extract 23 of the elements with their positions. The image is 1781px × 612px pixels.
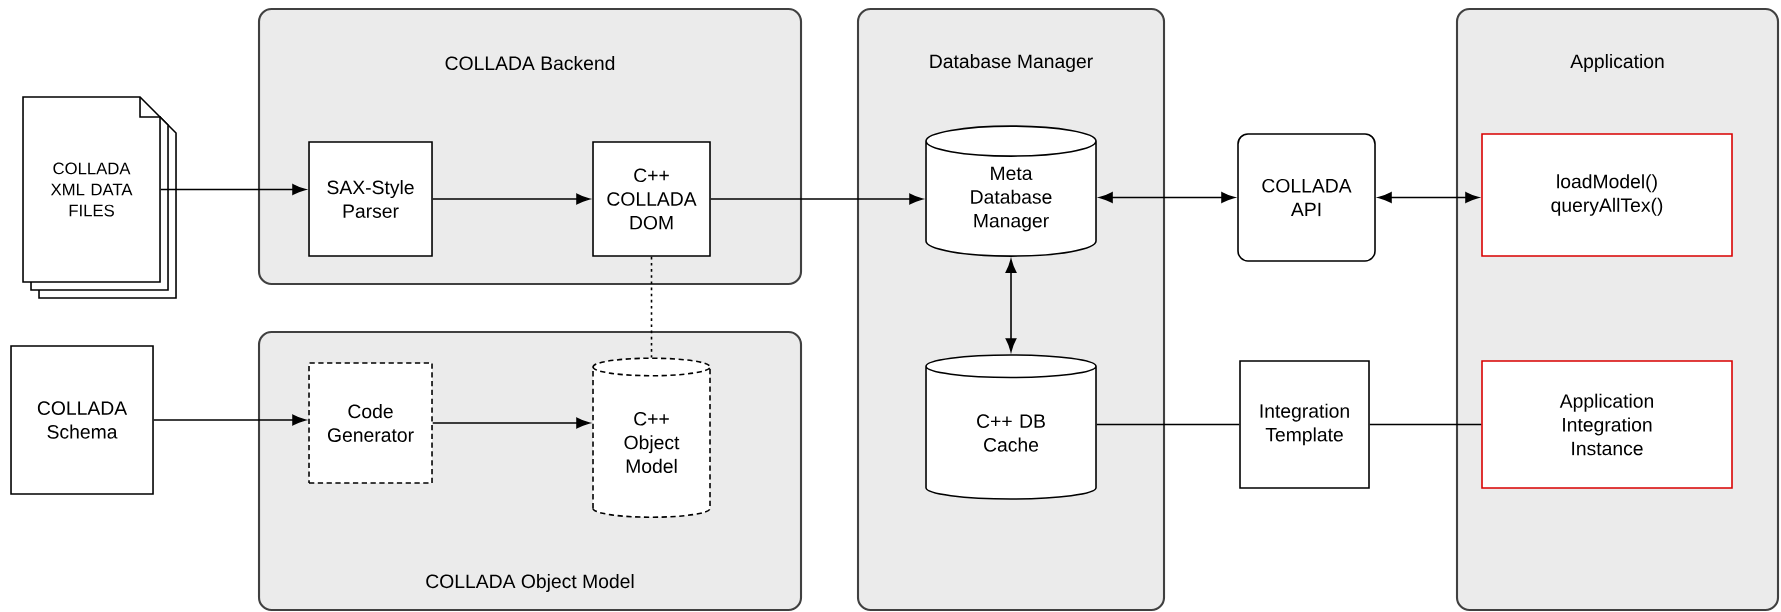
arrow [710, 193, 923, 205]
process-box: SAX-Style Parser [308, 141, 433, 257]
arrow [1005, 259, 1017, 352]
document-stack: COLLADA XML DATA FILES [22, 96, 177, 299]
arrow [432, 193, 590, 205]
arrow [160, 184, 306, 195]
process-box: loadModel() queryAllTex() [1481, 133, 1733, 257]
process-box: Integration Template [1239, 360, 1370, 489]
connector-line [650, 256, 653, 359]
connector-line [1096, 423, 1240, 426]
arrow [432, 417, 590, 429]
process-box: COLLADA API [1237, 133, 1376, 262]
process-box: Code Generator [308, 362, 433, 484]
connector-line [1369, 423, 1482, 426]
arrow [1099, 192, 1235, 203]
database-cylinder: C++ Object Model [592, 357, 711, 518]
arrow [1378, 192, 1479, 203]
database-cylinder: C++ DB Cache [925, 354, 1097, 500]
database-cylinder: Meta Database Manager [925, 125, 1097, 257]
process-box: Application Integration Instance [1481, 360, 1733, 489]
arrow [153, 414, 306, 426]
process-box: COLLADA Schema [10, 345, 154, 495]
process-box: C++ COLLADA DOM [592, 141, 711, 257]
